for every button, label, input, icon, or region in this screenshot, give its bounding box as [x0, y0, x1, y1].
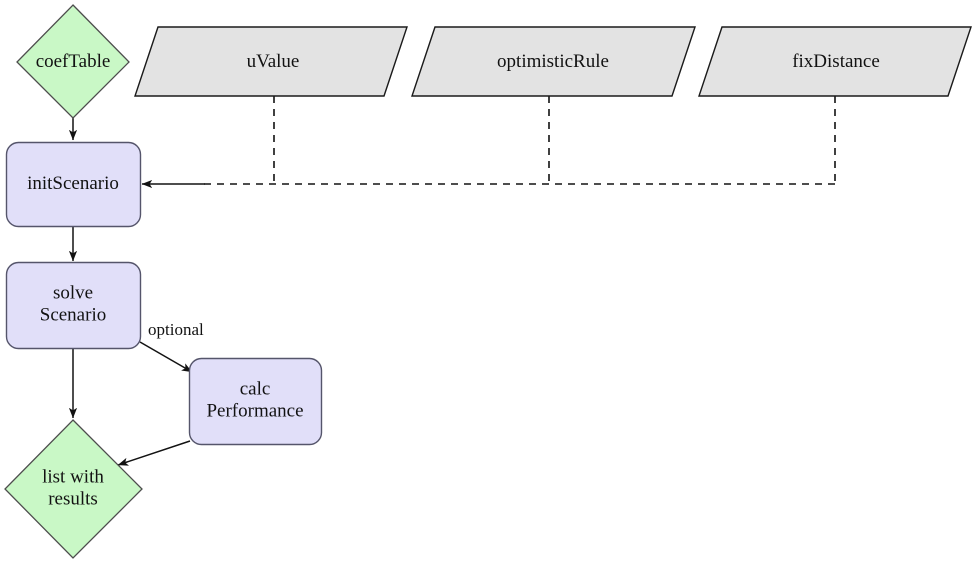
node-initscenario[interactable]	[5, 141, 142, 228]
node-fixdistance[interactable]	[698, 26, 972, 97]
edge-solvescenario-to-calcperformance	[139, 341, 193, 373]
node-uvalue[interactable]	[134, 26, 408, 97]
edge-calcperformance-to-listwithresults	[117, 440, 191, 466]
node-optimisticrule[interactable]	[411, 26, 696, 97]
node-coeftable[interactable]	[16, 4, 130, 119]
edge-label-optional: optional	[148, 320, 204, 339]
node-listwithresults[interactable]	[4, 419, 143, 559]
node-calcperformance[interactable]	[188, 357, 323, 446]
node-solvescenario[interactable]	[5, 261, 142, 350]
